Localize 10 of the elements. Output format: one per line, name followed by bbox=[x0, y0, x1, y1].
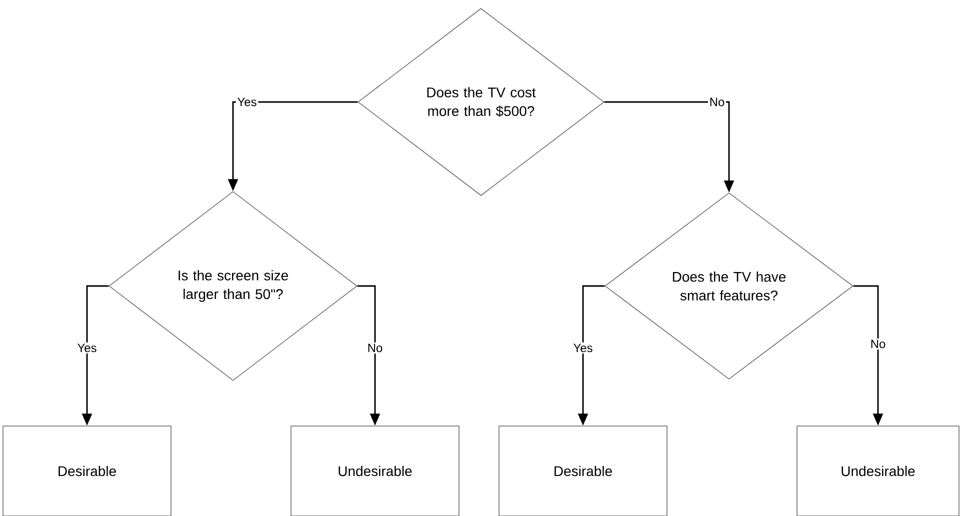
edge-label: No bbox=[366, 342, 384, 354]
result-box: Desirable bbox=[498, 426, 668, 516]
edge-label: Yes bbox=[572, 342, 594, 354]
result-box: Desirable bbox=[2, 426, 172, 516]
result-box: Undesirable bbox=[290, 426, 460, 516]
edge-label: No bbox=[708, 96, 726, 108]
edge-label: No bbox=[869, 338, 887, 350]
edge-label: Yes bbox=[236, 96, 258, 108]
edge-label: Yes bbox=[76, 342, 98, 354]
result-box: Undesirable bbox=[796, 426, 960, 516]
